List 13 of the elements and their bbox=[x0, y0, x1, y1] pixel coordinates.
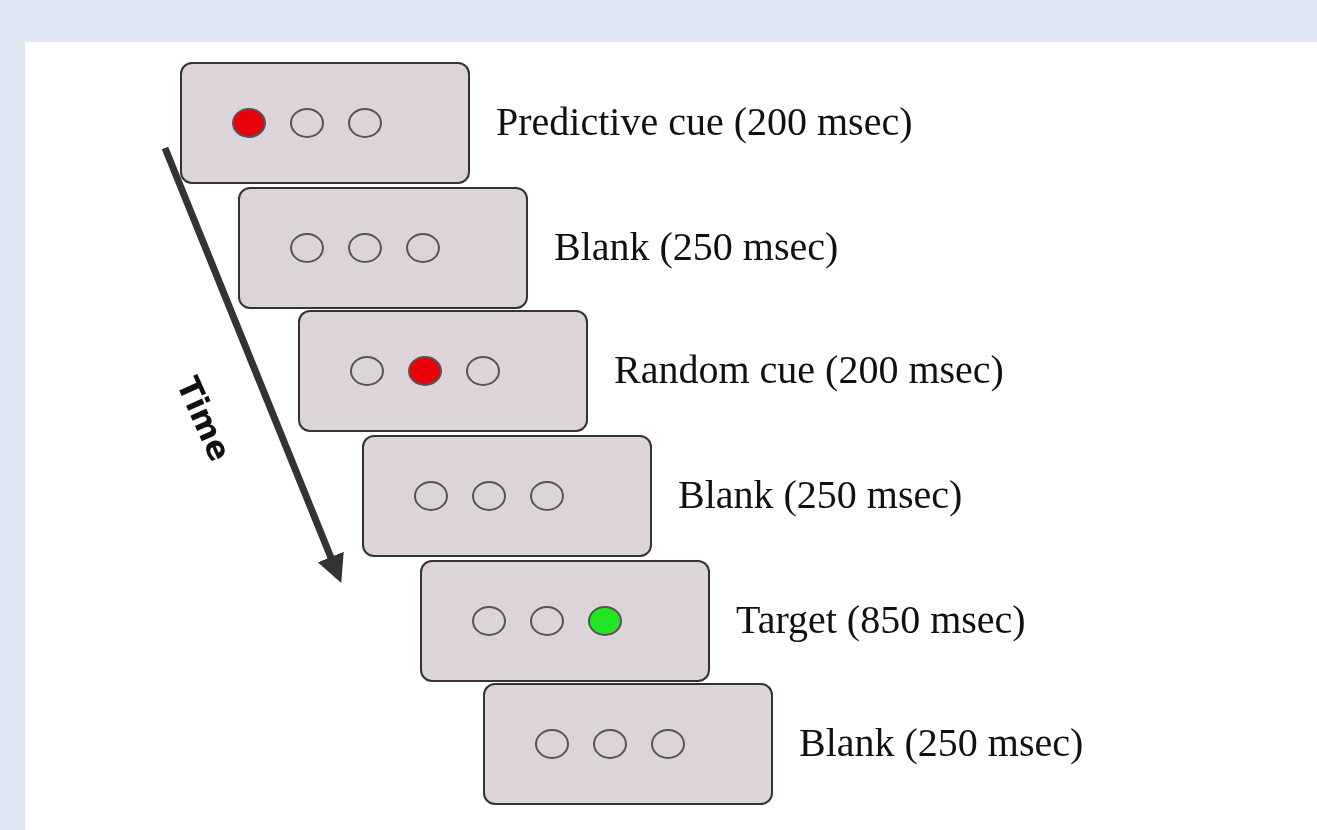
display-screen bbox=[420, 560, 710, 682]
duration-caption: Blank (250 msec) bbox=[554, 227, 839, 267]
duration-caption: Random cue (200 msec) bbox=[614, 350, 1004, 390]
display-screen bbox=[483, 683, 773, 805]
display-screen bbox=[238, 187, 528, 309]
duration-caption: Predictive cue (200 msec) bbox=[496, 102, 913, 142]
duration-caption: Target (850 msec) bbox=[736, 600, 1026, 640]
display-screen bbox=[298, 310, 588, 432]
display-screen bbox=[180, 62, 470, 184]
duration-caption: Blank (250 msec) bbox=[799, 723, 1084, 763]
display-screen bbox=[362, 435, 652, 557]
axis-label: Time bbox=[168, 371, 240, 467]
duration-caption: Blank (250 msec) bbox=[678, 475, 963, 515]
